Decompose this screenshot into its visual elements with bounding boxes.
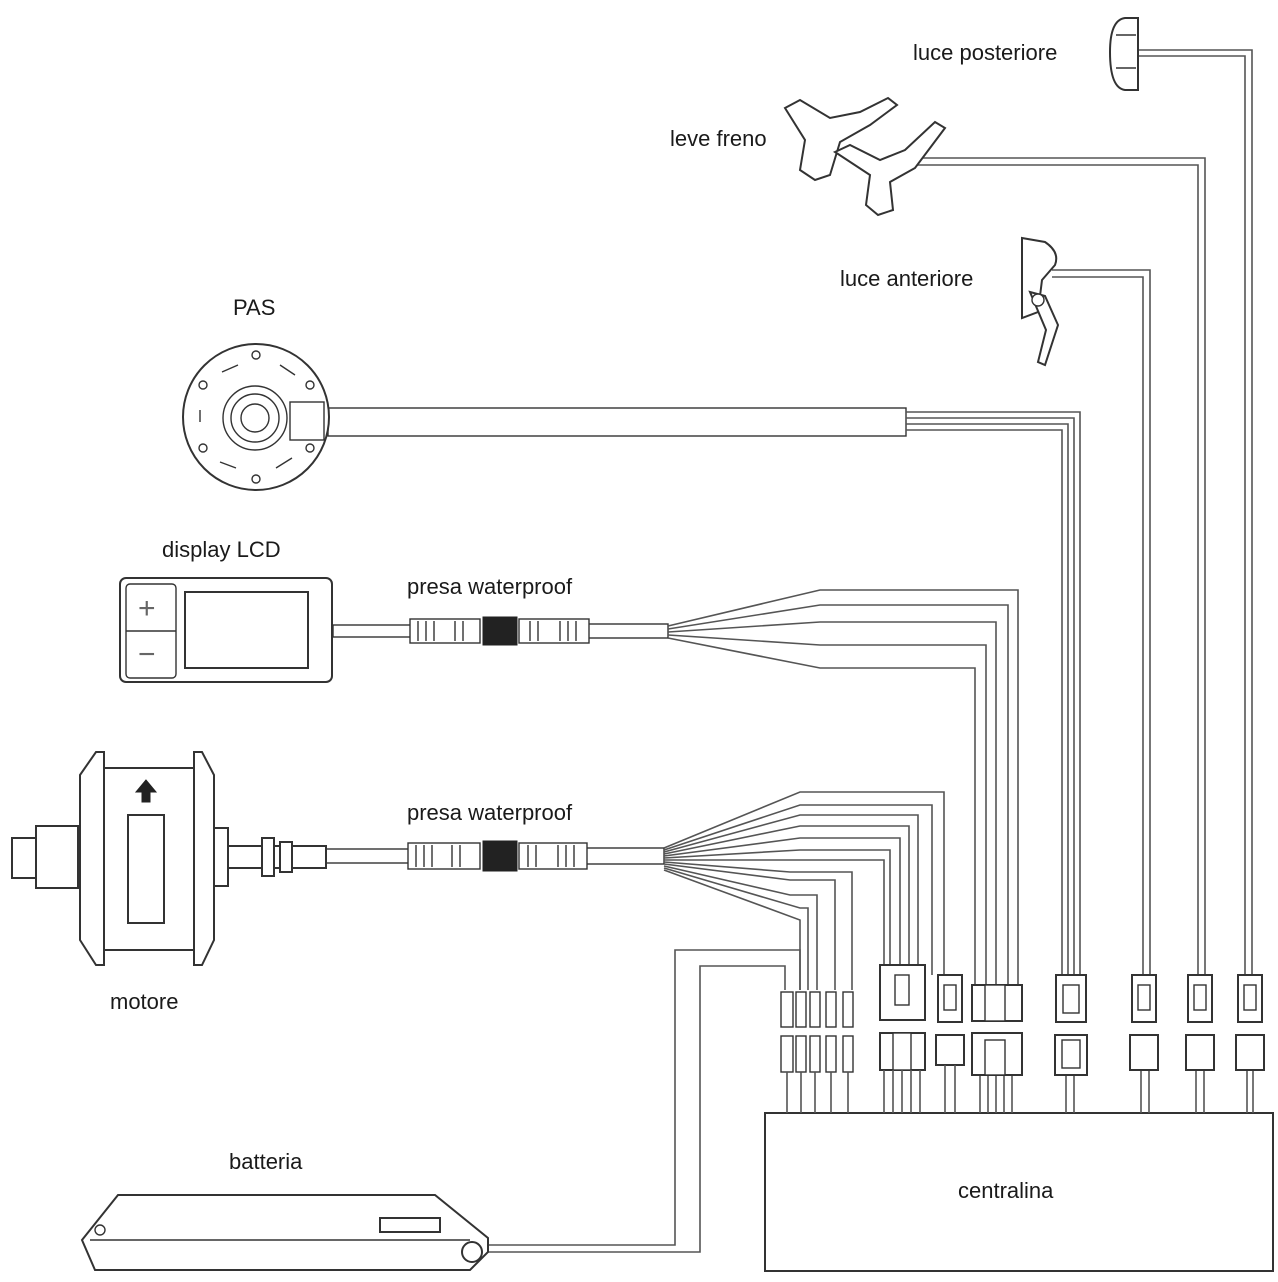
rear-light-wire — [1135, 49, 1254, 1113]
hub-motor-icon — [11, 751, 327, 966]
pas-sensor-icon — [182, 343, 330, 491]
waterproof-plug-icon — [409, 616, 590, 646]
brake-lever-icon — [783, 96, 947, 217]
connector-icon — [780, 964, 1265, 1113]
waterproof-socket-label-1: presa waterproof — [407, 574, 573, 599]
controller-label: centralina — [958, 1178, 1054, 1203]
minus-icon: − — [138, 638, 156, 671]
lcd-display-icon — [119, 577, 333, 683]
front-light-icon — [1021, 236, 1060, 367]
motor-wire — [321, 791, 945, 990]
rear-light-label: luce posteriore — [913, 40, 1058, 65]
brake-lever-wire — [905, 157, 1206, 1113]
display-wire — [332, 589, 1019, 1113]
battery-icon — [80, 1194, 489, 1271]
display-lcd-label: display LCD — [162, 537, 281, 562]
controller-box-icon — [764, 1112, 1274, 1272]
waterproof-plug-icon — [407, 840, 588, 872]
battery-label: batteria — [229, 1149, 303, 1174]
brake-levers-label: leve freno — [670, 126, 767, 151]
pas-wire — [327, 407, 1081, 1113]
pas-label: PAS — [233, 295, 276, 320]
motor-label: motore — [110, 989, 179, 1014]
front-light-label: luce anteriore — [840, 266, 974, 291]
front-light-wire — [1052, 269, 1151, 1113]
waterproof-socket-label-2: presa waterproof — [407, 800, 573, 825]
rear-light-icon — [1108, 17, 1139, 91]
battery-wire — [488, 949, 801, 1253]
plus-icon: + — [138, 592, 156, 625]
